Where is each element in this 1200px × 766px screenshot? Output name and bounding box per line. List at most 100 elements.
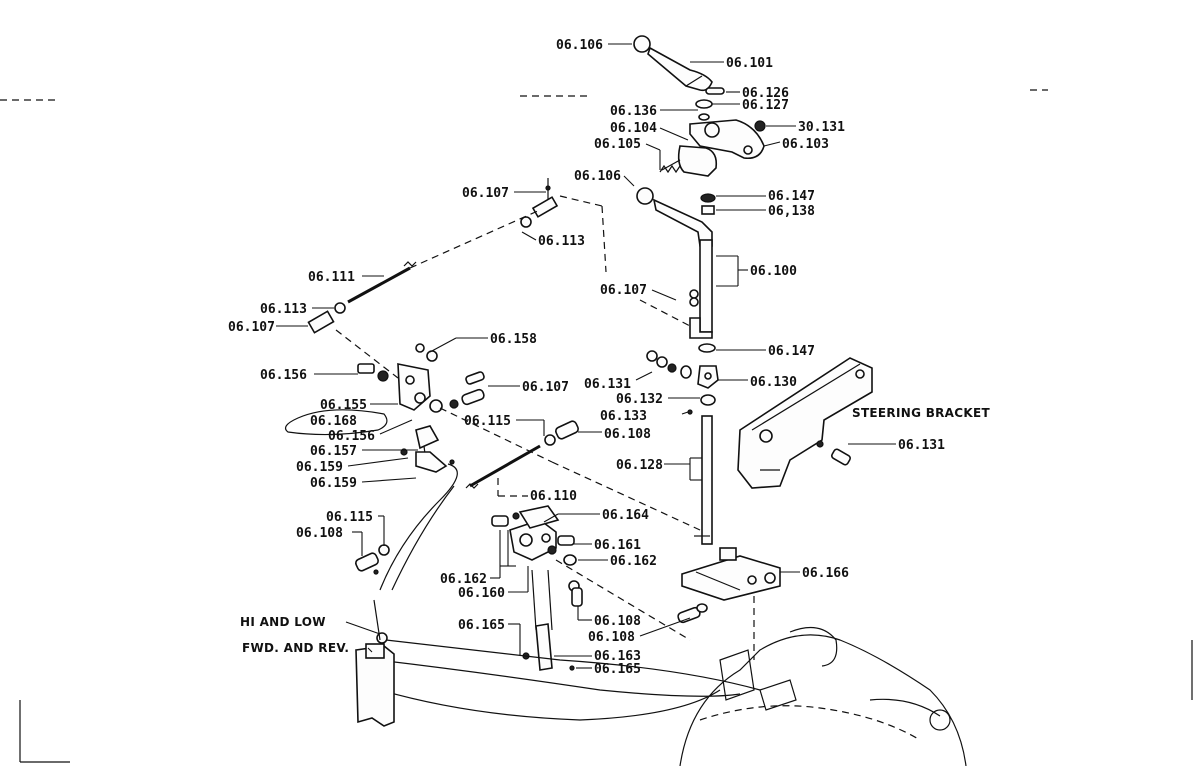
callout-06-166: 06.166	[802, 566, 849, 581]
pin-06-107-right	[461, 388, 485, 406]
callout-06-162-right: 06.162	[610, 554, 657, 569]
bolt-06-156	[357, 363, 375, 374]
callout-06-108-low2: 06.108	[588, 630, 635, 645]
upper-shift-lever-assembly	[633, 35, 766, 353]
callout-06-127: 06.127	[742, 98, 789, 113]
callout-06-103: 06.103	[782, 137, 829, 152]
pin-06-133	[687, 409, 693, 415]
callout-06-107-top: 06.107	[462, 186, 509, 201]
callout-06-168: 06.168	[310, 414, 357, 429]
callout-labels: 06.106 06.101 06.126 06.136 06.127 06.10…	[228, 38, 945, 677]
cable-anchor	[355, 645, 395, 727]
clevis-06-108-top	[555, 420, 579, 440]
leader-lines	[276, 43, 896, 669]
callout-06-131-left: 06.131	[584, 377, 631, 392]
knob-06-106-mid	[636, 187, 654, 205]
callout-06-108-top: 06.108	[604, 427, 651, 442]
rod-06-111-assembly	[307, 178, 691, 379]
plate-06-164	[518, 505, 560, 529]
callout-06-138: 06,138	[768, 204, 815, 219]
link-06-163	[535, 623, 553, 671]
hi-and-low-label: HI AND LOW	[240, 615, 326, 629]
lever-06-101	[647, 46, 713, 92]
nut-30-131	[754, 120, 766, 132]
cable-fwd-rev	[377, 659, 741, 697]
fwd-and-rev-label: FWD. AND REV.	[242, 641, 349, 655]
steering-bracket-label: STEERING BRACKET	[852, 406, 990, 420]
washer-06-127	[695, 99, 713, 109]
link-06-159	[415, 451, 448, 473]
callout-06-147-mid: 06.147	[768, 344, 815, 359]
spring-06-105	[659, 164, 681, 174]
knob-06-106-top	[633, 35, 651, 53]
steering-bracket	[737, 357, 873, 489]
callout-06-162-left: 06.162	[440, 572, 487, 587]
washer-06-113-left	[334, 302, 346, 314]
word-labels: STEERING BRACKET HI AND LOW FWD. AND REV…	[240, 406, 990, 655]
clevis-06-107-left	[307, 310, 335, 334]
bushing-06-138	[701, 205, 715, 215]
callout-06-165-a: 06.165	[458, 618, 505, 633]
clevis-06-108-lower	[571, 587, 583, 607]
callout-06-130: 06.130	[750, 375, 797, 390]
callout-06-111: 06.111	[308, 270, 355, 285]
callout-06-160: 06.160	[458, 586, 505, 601]
callout-06-113-left: 06.113	[260, 302, 307, 317]
bracket-06-158	[397, 363, 431, 411]
callout-06-157: 06.157	[310, 444, 357, 459]
callout-06-106-mid: 06.106	[574, 169, 621, 184]
selector-shaft-assembly	[646, 350, 781, 660]
pin-06-126	[705, 87, 725, 95]
page-frame	[0, 89, 1193, 763]
bushing-06-162-right	[563, 554, 577, 566]
bolt-06-162-left	[491, 515, 509, 527]
callout-06-107-right: 06.107	[522, 380, 569, 395]
callout-30-131: 30.131	[798, 120, 845, 135]
callout-06-108-left: 06.108	[296, 526, 343, 541]
bolt-06-131-right	[831, 448, 851, 466]
washer-06-113-top	[520, 216, 532, 228]
lower-bellcrank-assembly	[491, 505, 691, 671]
callout-06-165-b: 06.165	[594, 662, 641, 677]
cable-hi-low	[385, 639, 761, 691]
clevis-06-107-top	[531, 196, 559, 218]
pin-06-161	[557, 535, 575, 546]
callout-06-156-a: 06.156	[260, 368, 307, 383]
callout-06-133: 06.133	[600, 409, 647, 424]
callout-06-136: 06.136	[610, 104, 657, 119]
rod-06-111	[347, 266, 411, 304]
washer-06-115-top	[544, 434, 556, 446]
callout-06-106-top: 06.106	[556, 38, 603, 53]
transmission-housing	[679, 626, 967, 766]
shaft-06-128	[701, 415, 713, 545]
rod-06-110-assembly	[465, 420, 579, 497]
callout-06-107-mid: 06.107	[600, 283, 647, 298]
washer-06-132	[700, 394, 716, 406]
callout-06-107-left: 06.107	[228, 320, 275, 335]
middle-pivot-assembly	[285, 343, 701, 531]
callout-06-159-b: 06.159	[310, 476, 357, 491]
washer-06-147-top	[700, 193, 716, 203]
callout-06-108-low1: 06.108	[594, 614, 641, 629]
cable-loop-06-168	[285, 409, 388, 436]
callout-06-126: 06.126	[742, 86, 789, 101]
callout-06-115-top: 06.115	[464, 414, 511, 429]
washer-06-136	[698, 113, 710, 121]
callout-06-164: 06.164	[602, 508, 649, 523]
clamp-06-104	[677, 145, 718, 177]
callout-06-113-top: 06.113	[538, 234, 585, 249]
callout-06-163: 06.163	[594, 649, 641, 664]
callout-06-101: 06.101	[726, 56, 773, 71]
callout-06-159-a: 06.159	[296, 460, 343, 475]
callout-06-110: 06.110	[530, 489, 577, 504]
clevis-06-108-left	[355, 552, 379, 572]
callout-06-132: 06.132	[616, 392, 663, 407]
link-06-157	[415, 425, 440, 450]
shaft-06-100	[699, 239, 713, 333]
callout-06-161: 06.161	[594, 538, 641, 553]
washer-06-147-mid	[698, 343, 716, 353]
callout-06-158: 06.158	[490, 332, 537, 347]
callout-06-100: 06.100	[750, 264, 797, 279]
callout-06-155: 06.155	[320, 398, 367, 413]
